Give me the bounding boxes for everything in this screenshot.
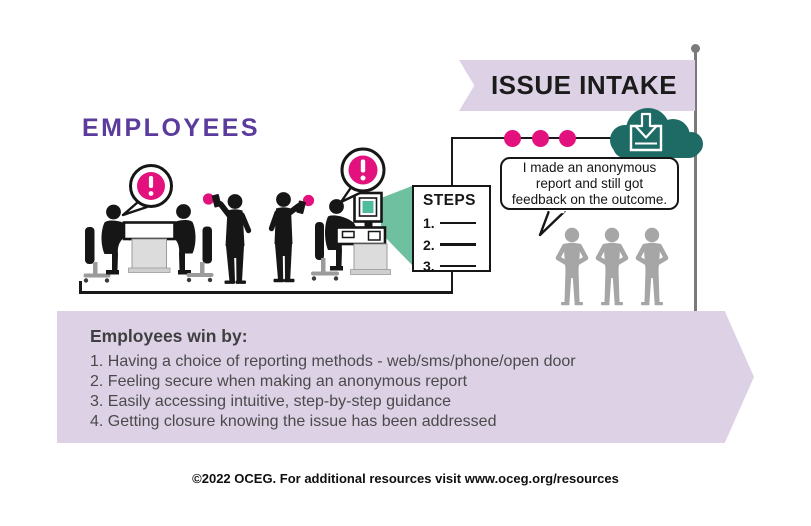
steps-title: STEPS — [423, 192, 476, 209]
progress-dot-3 — [558, 129, 576, 147]
progress-dot-1 — [503, 129, 521, 147]
steps-row-1: 1. — [423, 215, 489, 232]
progress-dot-2 — [531, 129, 549, 147]
exclamation-bubble-kiosk — [339, 147, 386, 204]
steps-row-2: 2. — [423, 236, 489, 253]
kiosk-screen — [362, 201, 374, 213]
win-heading: Employees win by: — [90, 326, 248, 346]
page-title: ISSUE INTAKE — [490, 70, 678, 100]
bracket-bottom-line — [79, 291, 453, 294]
inbox-tray-icon — [629, 124, 663, 152]
standing-person-phone-1 — [202, 193, 252, 284]
flagpole — [694, 48, 697, 312]
win-item-4: 4. Getting closure knowing the issue has… — [90, 413, 497, 430]
win-item-1: 1. Having a choice of reporting methods … — [90, 353, 576, 370]
gray-person-3 — [638, 228, 666, 305]
employees-scene-illustration — [83, 147, 412, 284]
steps-card: STEPS 1. 2. 3. — [412, 185, 491, 275]
quote-bubble-tail — [538, 211, 566, 237]
step-number: 1. — [423, 215, 435, 231]
quote-line-1: I made an anonymous — [522, 159, 657, 175]
step-blank-line — [440, 243, 476, 246]
cloud-download-icon — [610, 108, 703, 158]
screen-beam — [381, 186, 412, 265]
gray-person-2 — [598, 228, 626, 305]
quote-bubble: I made an anonymous report and still got… — [500, 157, 679, 210]
bracket-tick — [79, 281, 82, 294]
step-number: 2. — [423, 236, 435, 253]
alert-dot — [202, 193, 215, 205]
kiosk-group — [311, 191, 391, 281]
quote-line-2: report and still got — [535, 175, 644, 191]
win-item-3: 3. Easily accessing intuitive, step-by-s… — [90, 393, 452, 410]
issue-intake-flag: ISSUE INTAKE — [459, 60, 695, 111]
standing-person-phone-2 — [268, 192, 315, 283]
step-number: 3. — [423, 258, 435, 274]
footer-copyright: ©2022 OCEG. For additional resources vis… — [192, 471, 619, 486]
gray-person-1 — [558, 228, 586, 305]
meeting-table-group — [83, 204, 214, 283]
step-blank-line — [440, 221, 476, 225]
steps-row-3: 3. — [423, 258, 489, 275]
quote-line-3: feedback on the outcome. — [511, 191, 668, 207]
exclamation-bubble-table — [121, 164, 173, 217]
win-item-2: 2. Feeling secure when making an anonymo… — [90, 373, 468, 390]
step-blank-line — [440, 264, 476, 268]
employees-heading: EMPLOYEES — [82, 114, 261, 142]
download-arrow-icon — [634, 112, 658, 139]
win-banner: Employees win by: 1. Having a choice of … — [57, 311, 754, 443]
